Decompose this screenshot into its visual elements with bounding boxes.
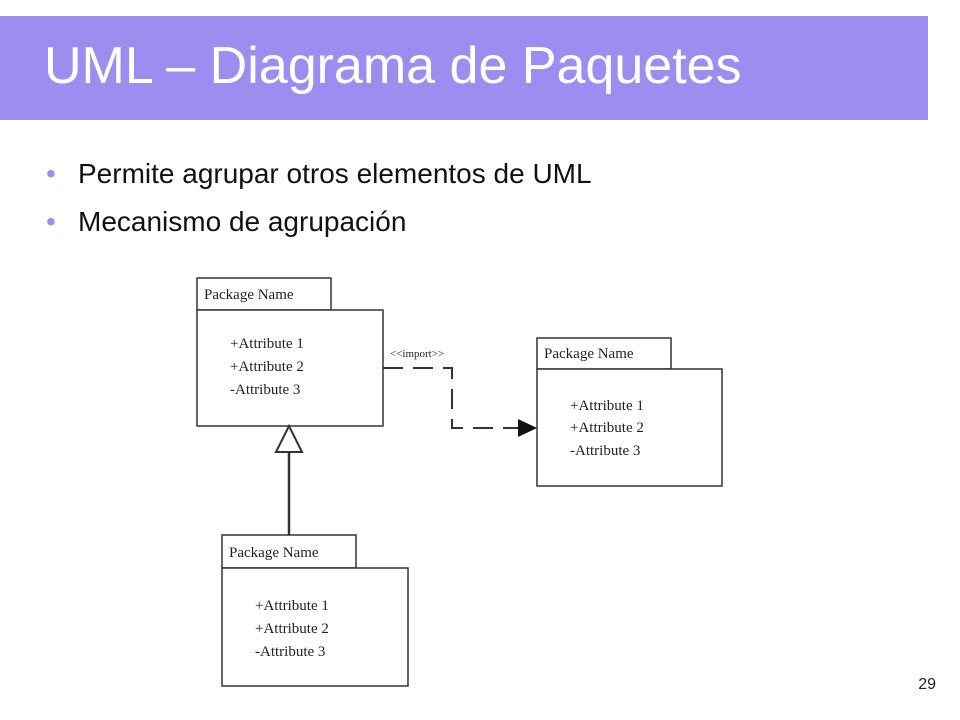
package-tab xyxy=(536,337,672,370)
package-right: Package Name +Attribute 1 +Attribute 2 -… xyxy=(536,337,723,487)
package-attribute: +Attribute 1 xyxy=(255,598,329,614)
import-arrowhead-icon xyxy=(518,419,537,437)
package-tab xyxy=(196,277,332,311)
bullet-dot-icon: • xyxy=(46,206,56,237)
package-bottom: Package Name +Attribute 1 +Attribute 2 -… xyxy=(221,534,409,687)
package-attribute: +Attribute 2 xyxy=(230,359,304,375)
bullet-text: Permite agrupar otros elementos de UML xyxy=(78,158,592,189)
package-top: Package Name +Attribute 1 +Attribute 2 -… xyxy=(196,277,384,427)
package-attribute: -Attribute 3 xyxy=(570,443,640,459)
import-dependency-line xyxy=(383,367,522,429)
package-attribute: -Attribute 3 xyxy=(230,382,300,398)
package-name: Package Name xyxy=(544,346,634,362)
package-body xyxy=(221,567,409,687)
package-attribute: -Attribute 3 xyxy=(255,644,325,660)
package-attribute: +Attribute 2 xyxy=(570,420,644,436)
package-name: Package Name xyxy=(229,545,319,561)
bullet-text: Mecanismo de agrupación xyxy=(78,206,407,237)
package-body xyxy=(196,309,384,427)
title-bar xyxy=(0,16,928,120)
import-label: <<import>> xyxy=(390,348,444,360)
package-tab xyxy=(221,534,357,569)
package-attribute: +Attribute 2 xyxy=(255,621,329,637)
page-number: 29 xyxy=(918,676,936,693)
bullet-item: • Permite agrupar otros elementos de UML xyxy=(42,152,592,200)
bullet-list: • Permite agrupar otros elementos de UML… xyxy=(42,152,592,248)
bullet-dot-icon: • xyxy=(46,158,56,189)
package-attribute: +Attribute 1 xyxy=(570,398,644,414)
package-attribute: +Attribute 1 xyxy=(230,336,304,352)
package-name: Package Name xyxy=(204,287,294,303)
package-body xyxy=(536,368,723,487)
generalization-arrowhead-icon xyxy=(274,423,304,453)
bullet-item: • Mecanismo de agrupación xyxy=(42,200,592,248)
slide-title: UML – Diagrama de Paquetes xyxy=(44,37,742,95)
